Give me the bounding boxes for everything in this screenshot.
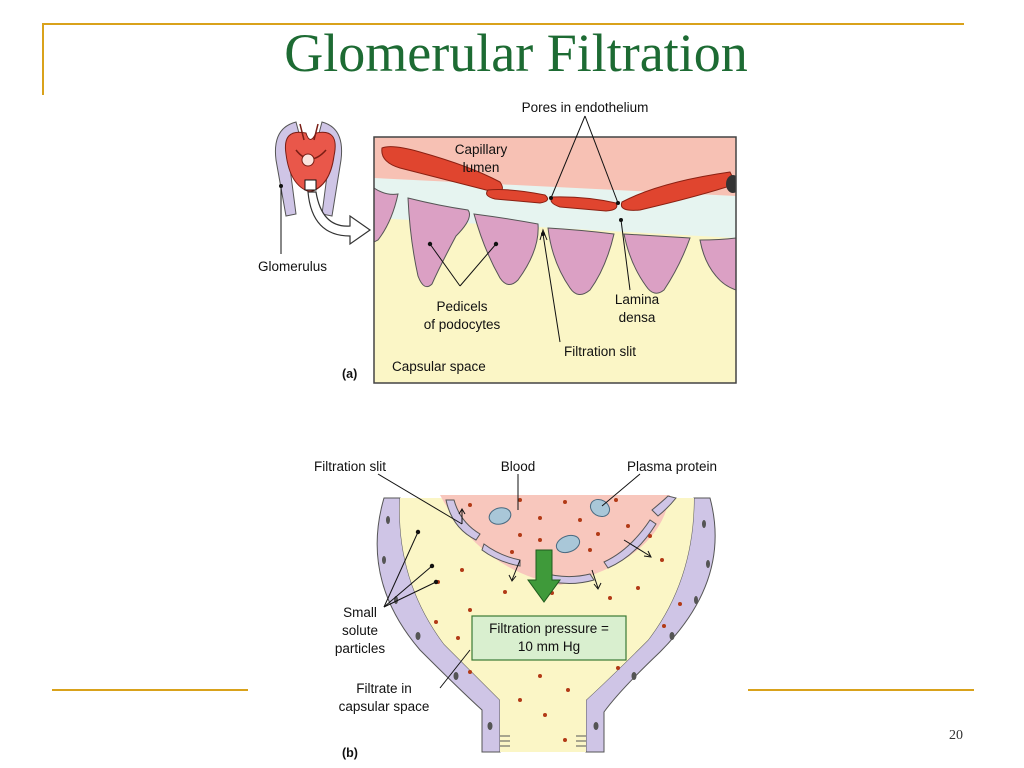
- label-capsular-space: Capsular space: [392, 359, 486, 374]
- frame-top-line: [42, 23, 964, 25]
- label-lamina: Lamina: [615, 292, 660, 307]
- label-blood: Blood: [501, 459, 536, 474]
- label-lumen: lumen: [463, 160, 500, 175]
- label-pressure-value: 10 mm Hg: [518, 639, 580, 654]
- label-filtration-slit-b: Filtration slit: [314, 459, 386, 474]
- label-solute: solute: [342, 623, 378, 638]
- label-filtrate-in: Filtrate in: [356, 681, 412, 696]
- frame-bottom-right-line: [748, 689, 974, 691]
- panel-a: Pores in endothelium Capillary lumen Glo…: [258, 100, 737, 384]
- label-of-podocytes: of podocytes: [424, 317, 501, 332]
- panel-a-tag: (a): [342, 367, 357, 381]
- label-capsular-space-b: capsular space: [339, 699, 430, 714]
- filtration-pressure-arrow: [527, 549, 561, 603]
- label-plasma-protein: Plasma protein: [627, 459, 717, 474]
- label-small: Small: [343, 605, 377, 620]
- frame-bottom-left-line: [52, 689, 248, 691]
- enlarged-view-border: [373, 136, 737, 384]
- label-filtration-pressure: Filtration pressure =: [489, 621, 609, 636]
- frame-left-line: [42, 23, 44, 95]
- panel-b-tag: (b): [342, 746, 358, 760]
- label-pores: Pores in endothelium: [522, 100, 649, 115]
- panel-b: Filtration slit Blood Plasma protein Sma…: [314, 459, 717, 760]
- enlarged-filtration-membrane: [374, 137, 736, 383]
- label-densa: densa: [619, 310, 656, 325]
- page-number: 20: [949, 728, 963, 743]
- label-particles: particles: [335, 641, 386, 656]
- label-glomerulus: Glomerulus: [258, 259, 327, 274]
- enlargement-arrow: [307, 191, 372, 246]
- label-pedicels: Pedicels: [436, 299, 487, 314]
- label-filtration-slit-a: Filtration slit: [564, 344, 636, 359]
- filtration-pressure-box: [471, 615, 627, 661]
- glomerulus-thumbnail: [274, 121, 343, 254]
- label-capillary: Capillary: [455, 142, 508, 157]
- slide-title: Glomerular Filtration: [284, 23, 748, 83]
